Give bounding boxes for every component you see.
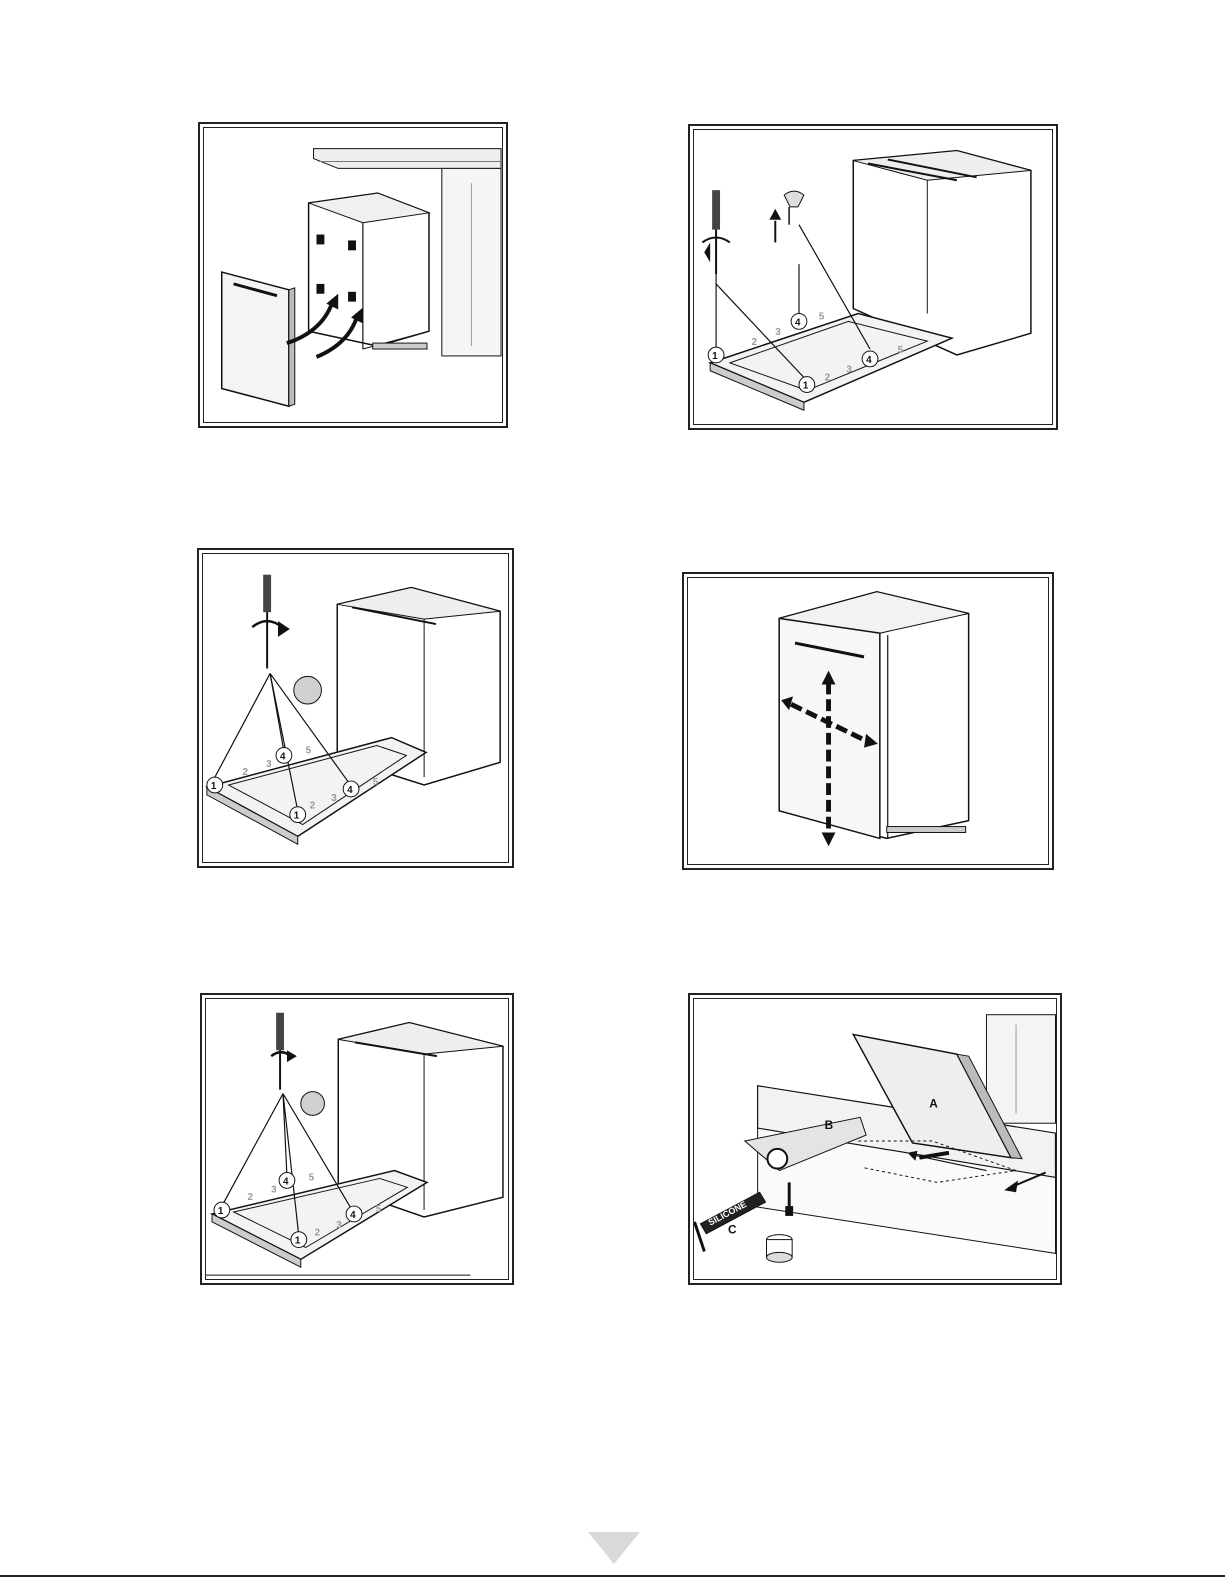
svg-text:5: 5 bbox=[819, 311, 825, 322]
svg-text:1: 1 bbox=[803, 381, 809, 392]
svg-text:5: 5 bbox=[306, 745, 312, 756]
figure-2-illustration: 1 1 4 4 2 3 5 2 3 5 bbox=[690, 126, 1056, 428]
svg-text:3: 3 bbox=[266, 759, 272, 770]
screw-marker: 1 bbox=[290, 807, 306, 823]
svg-text:A: A bbox=[929, 1096, 938, 1110]
screw-marker: 4 bbox=[343, 781, 359, 797]
svg-text:4: 4 bbox=[280, 751, 286, 762]
figure-4-panel-alignment bbox=[682, 572, 1054, 870]
figure-3-illustration: 1 1 4 4 2 3 5 2 3 5 bbox=[199, 550, 512, 866]
figure-1-door-panel-fitting bbox=[198, 122, 508, 428]
svg-text:1: 1 bbox=[218, 1206, 224, 1217]
figure-6-countertop-sealing: A B SILICONE C bbox=[688, 993, 1062, 1285]
screw-marker: 1 bbox=[207, 777, 223, 793]
figure-5-fasten-screws-alt: 1 1 4 4 2 3 5 2 3 5 bbox=[200, 993, 514, 1285]
screw-marker: 4 bbox=[276, 747, 292, 763]
svg-text:4: 4 bbox=[866, 355, 872, 366]
svg-text:2: 2 bbox=[315, 1228, 321, 1239]
screw-marker: 1 bbox=[799, 377, 815, 393]
screw-marker: 4 bbox=[279, 1173, 295, 1189]
screw-marker: 1 bbox=[291, 1232, 307, 1248]
screw-marker: 4 bbox=[791, 314, 807, 330]
svg-text:B: B bbox=[825, 1118, 834, 1132]
figure-6-illustration: A B SILICONE C bbox=[690, 995, 1060, 1283]
screw-marker: 4 bbox=[862, 351, 878, 367]
figure-4-illustration bbox=[684, 574, 1052, 868]
svg-text:5: 5 bbox=[898, 345, 904, 356]
svg-text:5: 5 bbox=[373, 777, 379, 788]
svg-text:3: 3 bbox=[271, 1184, 277, 1195]
figure-2-remove-screws: 1 1 4 4 2 3 5 2 3 5 bbox=[688, 124, 1058, 430]
svg-text:4: 4 bbox=[350, 1210, 356, 1221]
svg-text:3: 3 bbox=[775, 327, 781, 338]
svg-text:4: 4 bbox=[347, 785, 353, 796]
screw-marker: 1 bbox=[214, 1202, 230, 1218]
page-bottom-rule bbox=[0, 1575, 1225, 1577]
screw-marker: 1 bbox=[708, 347, 724, 363]
svg-text:4: 4 bbox=[283, 1176, 289, 1187]
svg-text:2: 2 bbox=[825, 373, 831, 384]
svg-text:4: 4 bbox=[795, 317, 801, 328]
svg-text:2: 2 bbox=[752, 337, 758, 348]
svg-text:2: 2 bbox=[248, 1192, 254, 1203]
svg-text:5: 5 bbox=[376, 1204, 382, 1215]
svg-text:3: 3 bbox=[846, 365, 852, 376]
svg-text:1: 1 bbox=[712, 351, 718, 362]
svg-text:3: 3 bbox=[336, 1220, 342, 1231]
svg-text:3: 3 bbox=[331, 793, 337, 804]
figure-5-illustration: 1 1 4 4 2 3 5 2 3 5 bbox=[202, 995, 512, 1283]
svg-text:2: 2 bbox=[310, 801, 316, 812]
next-page-arrow-icon bbox=[588, 1532, 640, 1564]
figure-3-fasten-screws: 1 1 4 4 2 3 5 2 3 5 bbox=[197, 548, 514, 868]
svg-text:1: 1 bbox=[295, 1236, 301, 1247]
svg-text:1: 1 bbox=[294, 811, 300, 822]
screw-marker: 4 bbox=[346, 1206, 362, 1222]
svg-text:2: 2 bbox=[242, 767, 248, 778]
figure-1-illustration bbox=[200, 124, 506, 426]
svg-text:1: 1 bbox=[211, 781, 217, 792]
svg-text:5: 5 bbox=[309, 1172, 315, 1183]
svg-text:C: C bbox=[728, 1223, 737, 1237]
